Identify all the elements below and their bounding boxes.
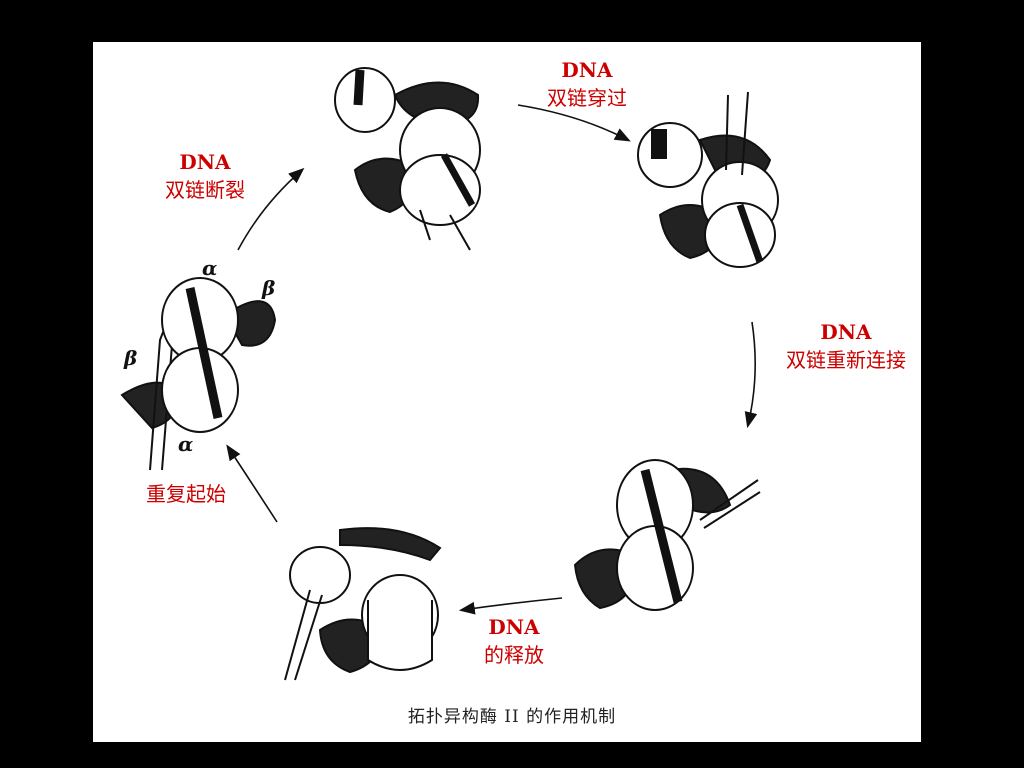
figure-caption: 拓扑异构酶 II 的作用机制 — [407, 707, 617, 727]
greek-alpha-top: α — [202, 256, 218, 280]
label-break-en: DNA — [179, 150, 231, 174]
enzyme-state-left — [120, 277, 277, 471]
label-religate: DNA 双链重新连接 — [768, 318, 924, 374]
label-pass-through-zh: 双链穿过 — [547, 86, 627, 110]
arrow-release-to-restart — [226, 444, 278, 523]
label-release: DNA 的释放 — [466, 613, 562, 669]
greek-alpha-bottom: α — [178, 432, 194, 456]
greek-beta-left: β — [124, 346, 138, 370]
label-pass-through-en: DNA — [561, 58, 613, 82]
enzyme-state-top-right — [637, 91, 779, 268]
label-release-en: DNA — [488, 615, 540, 639]
arrow-break-to-top — [237, 167, 305, 251]
label-restart-zh: 重复起始 — [146, 482, 226, 506]
arrow-religate-to-release — [458, 597, 563, 615]
arrow-pass-to-religate — [744, 321, 758, 429]
label-pass-through: DNA 双链穿过 — [537, 56, 637, 112]
label-release-zh: 的释放 — [484, 643, 544, 667]
label-religate-en: DNA — [820, 320, 872, 344]
greek-beta-right: β — [262, 276, 276, 300]
arrow-top-to-pass — [517, 104, 631, 142]
enzyme-state-top — [334, 67, 481, 251]
label-break: DNA 双链断裂 — [150, 148, 260, 204]
label-restart: 重复起始 — [132, 480, 240, 508]
enzyme-state-bottom-right — [573, 459, 761, 611]
label-break-zh: 双链断裂 — [165, 178, 245, 202]
label-religate-zh: 双链重新连接 — [786, 348, 906, 372]
enzyme-state-bottom — [284, 527, 442, 681]
